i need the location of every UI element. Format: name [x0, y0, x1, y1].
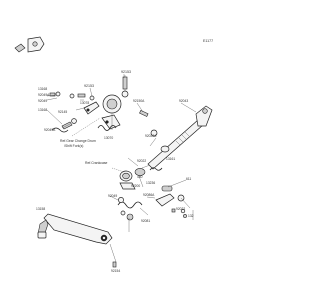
leader-lines: [46, 74, 197, 216]
drum-segment-assembly: [49, 91, 149, 133]
label-92022a: 92022A: [145, 134, 157, 138]
label-13070: 13070: [104, 136, 113, 140]
shift-pedal-assembly: [37, 213, 117, 268]
top-bracket-assembly: [14, 36, 129, 98]
label-13236: 13236: [146, 181, 155, 185]
return-spring-assembly: [117, 197, 143, 232]
label-460: 460: [137, 175, 143, 179]
label-13158: 13158: [36, 207, 45, 211]
shift-shaft-assembly: [134, 105, 213, 176]
reference-notes: [71, 117, 125, 173]
label-92022-b: 92022: [176, 207, 185, 211]
label-13078: 13078: [80, 101, 89, 105]
label-92153-top: 92153: [121, 70, 131, 74]
label-92049a-b: 92049A: [44, 128, 56, 132]
label-92049a-a: 92049A: [38, 93, 50, 97]
crankcase-bushing: [119, 157, 139, 190]
label-92081: 92081: [141, 219, 150, 223]
label-13161: 13161: [166, 157, 175, 161]
label-92153-mid: 92153: [84, 84, 94, 88]
ref-crankcase: Ref.Crankcase: [85, 161, 108, 165]
label-13168-b: 13168: [38, 108, 47, 112]
label-92145: 92145: [58, 110, 67, 114]
label-92043: 92043: [179, 99, 188, 103]
detent-lever-assembly: [155, 185, 194, 220]
parts-diagram: E1177: [14, 36, 213, 273]
label-92022: 92022: [137, 159, 146, 163]
label-92049-b: 92049: [108, 194, 117, 198]
label-132: 132: [188, 214, 194, 218]
label-92154: 92154: [111, 269, 120, 273]
label-92086a: 92086A: [143, 193, 155, 197]
ref-gear-change-drum: Ref.Gear Change Drum: [60, 139, 96, 143]
label-92200: 92200: [131, 184, 140, 188]
figure-code: E1177: [203, 39, 213, 43]
label-13168: 13168: [38, 87, 47, 91]
label-92049-a: 92049: [38, 99, 47, 103]
ref-shift-forks: /Shift Fork(s): [64, 144, 83, 148]
label-92150a: 92150A: [133, 99, 145, 103]
label-611: 611: [186, 177, 191, 181]
